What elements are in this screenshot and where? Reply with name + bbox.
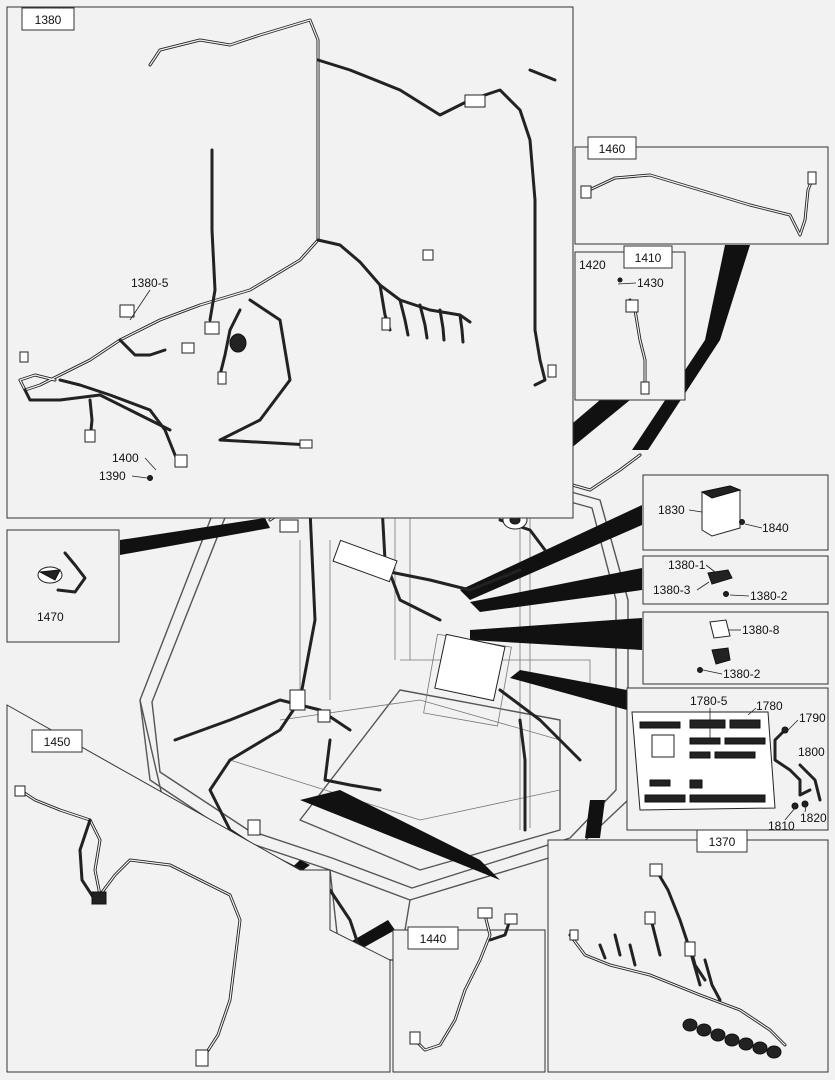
panel-1440-tag bbox=[407, 926, 459, 950]
harness-1380 bbox=[18, 18, 557, 468]
callout-1380-8: 1380-8 bbox=[742, 623, 780, 637]
callout-1380-2-a: 1380-2 bbox=[750, 589, 788, 603]
panel-1830: 1830 1840 bbox=[642, 474, 829, 551]
panel-1370-label: 1370 bbox=[709, 835, 736, 849]
callout-1810: 1810 bbox=[768, 819, 795, 833]
panel-1450: 1450 bbox=[6, 704, 391, 1073]
panel-1380-8-frame bbox=[642, 611, 829, 685]
callout-1830: 1830 bbox=[658, 503, 685, 517]
panel-1410-label: 1410 bbox=[635, 251, 662, 265]
callout-1400: 1400 bbox=[112, 451, 139, 465]
panel-1470-frame bbox=[6, 529, 120, 643]
panel-1780: 1780-5 1780 1790 1800 1810 1820 bbox=[626, 687, 829, 833]
callout-1420: 1420 bbox=[579, 258, 606, 272]
panel-1450-frame bbox=[6, 704, 391, 1073]
panel-1470: 1470 bbox=[6, 529, 120, 643]
panel-1460-tag bbox=[587, 136, 637, 160]
panel-1380-tag bbox=[21, 7, 75, 31]
panel-1380-1-frame bbox=[642, 555, 829, 605]
panel-1380-label: 1380 bbox=[35, 13, 62, 27]
callout-1820: 1820 bbox=[800, 811, 827, 825]
callout-1380-3: 1380-3 bbox=[653, 583, 691, 597]
callout-1380-2-b: 1380-2 bbox=[723, 667, 761, 681]
panel-1410: 1410 1420 1430 bbox=[574, 245, 686, 401]
panel-1370: 1370 bbox=[547, 829, 829, 1073]
panel-1470-label: 1470 bbox=[37, 610, 64, 624]
callout-1390: 1390 bbox=[99, 469, 126, 483]
panel-1380-frame bbox=[6, 6, 574, 519]
panel-1460: 1460 bbox=[574, 136, 829, 245]
panel-1370-tag bbox=[696, 829, 748, 853]
panel-1440-frame bbox=[392, 929, 546, 1073]
panel-1440: 1440 bbox=[392, 907, 546, 1073]
callout-1780: 1780 bbox=[756, 699, 783, 713]
callout-1380-5: 1380-5 bbox=[131, 276, 169, 290]
panel-1380-1: 1380-1 1380-3 1380-2 bbox=[642, 555, 829, 605]
panel-1380: 1380 1380-5 1400 1390 bbox=[6, 6, 574, 519]
panel-1450-tag bbox=[31, 729, 83, 753]
callout-1840: 1840 bbox=[762, 521, 789, 535]
callout-1380-1: 1380-1 bbox=[668, 558, 706, 572]
panel-1440-label: 1440 bbox=[420, 932, 447, 946]
panel-1460-frame bbox=[574, 146, 829, 245]
panel-1380-8: 1380-8 1380-2 bbox=[642, 611, 829, 685]
panel-1410-frame bbox=[574, 251, 686, 401]
callout-1780-5: 1780-5 bbox=[690, 694, 728, 708]
callout-1790: 1790 bbox=[799, 711, 826, 725]
callout-1800: 1800 bbox=[798, 745, 825, 759]
panel-1450-label: 1450 bbox=[44, 735, 71, 749]
callout-1430: 1430 bbox=[637, 276, 664, 290]
panel-1460-label: 1460 bbox=[599, 142, 626, 156]
grommet-row bbox=[682, 1018, 782, 1059]
panel-1410-tag bbox=[623, 245, 673, 269]
